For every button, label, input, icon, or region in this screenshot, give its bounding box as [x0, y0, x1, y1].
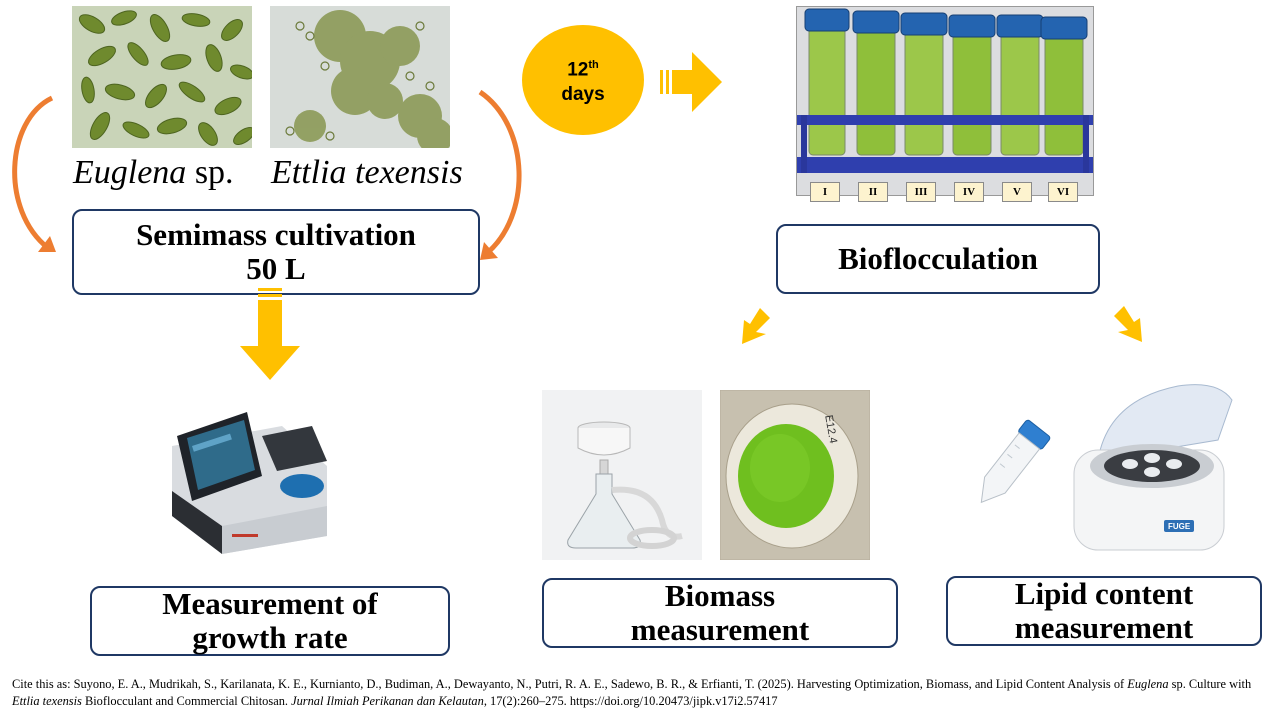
down-arrow-growth: [240, 288, 300, 380]
species-suffix: sp.: [186, 154, 234, 191]
euglena-micrograph: [72, 6, 252, 148]
biomass-title-line1: Biomass: [664, 578, 776, 613]
semimass-volume: 50 L: [246, 251, 306, 286]
diagonal-arrow-lipid: [1114, 306, 1142, 342]
growth-title-line1: Measurement of: [162, 586, 378, 621]
citation-italic-genus: Euglena: [1127, 677, 1169, 691]
citation-italic-species: Ettlia texensis: [12, 694, 82, 708]
curved-arrow-right: [478, 89, 522, 260]
days-badge: 12th days: [522, 25, 644, 135]
growth-title-line2: growth rate: [192, 620, 348, 655]
diagonal-arrow-biomass: [742, 308, 770, 344]
species-genus: Euglena: [73, 154, 187, 191]
filter-paper-image: E12.4: [720, 390, 870, 560]
semimass-cultivation-box: Semimass cultivation 50 L: [72, 209, 480, 295]
spectrophotometer-image: [172, 412, 327, 554]
citation-journal: Jurnal Ilmiah Perikanan dan Kelautan: [291, 694, 484, 708]
biomass-measurement-box: Biomass measurement: [542, 578, 898, 648]
lipid-title-line1: Lipid content: [1014, 576, 1194, 611]
ettlia-micrograph: [270, 6, 450, 148]
days-number: 12: [567, 59, 589, 81]
lipid-measurement-box: Lipid content measurement: [946, 576, 1262, 646]
tube-label-1: I: [810, 182, 840, 202]
citation-text: Cite this as: Suyono, E. A., Mudrikah, S…: [12, 676, 1274, 710]
tube-label-3: III: [906, 182, 936, 202]
tube-label-6: VI: [1048, 182, 1078, 202]
days-unit: days: [561, 83, 605, 105]
bioflocculation-title: Bioflocculation: [838, 241, 1038, 276]
centrifuge-image: [1073, 384, 1233, 551]
citation-mid1: sp. Culture with: [1168, 677, 1252, 691]
centrifuge-brand: FUGE: [1168, 522, 1191, 531]
filtration-flask-image: [542, 390, 702, 560]
growth-rate-box: Measurement of growth rate: [90, 586, 450, 656]
citation-suffix: , 17(2):260–275. https://doi.org/10.2047…: [483, 694, 778, 708]
curved-arrow-left: [12, 95, 56, 252]
right-arrow-tubes: [660, 52, 722, 112]
tube-label-4: IV: [954, 182, 984, 202]
falcon-tube-image: [980, 419, 1051, 504]
citation-mid2: Bioflocculant and Commercial Chitosan.: [81, 694, 292, 708]
species-label-ettlia: Ettlia texensis: [271, 154, 463, 192]
semimass-title: Semimass cultivation: [136, 217, 416, 252]
bioflocculation-box: Bioflocculation: [776, 224, 1100, 294]
tube-label-2: II: [858, 182, 888, 202]
culture-tubes-image: [796, 6, 1094, 196]
species-genus: Ettlia texensis: [271, 154, 463, 191]
days-superscript: th: [588, 59, 599, 72]
lipid-title-line2: measurement: [1014, 610, 1194, 645]
biomass-title-line2: measurement: [630, 612, 810, 647]
citation-prefix: Cite this as: Suyono, E. A., Mudrikah, S…: [12, 677, 1128, 691]
species-label-euglena: Euglena sp.: [73, 154, 234, 192]
tube-label-5: V: [1002, 182, 1032, 202]
